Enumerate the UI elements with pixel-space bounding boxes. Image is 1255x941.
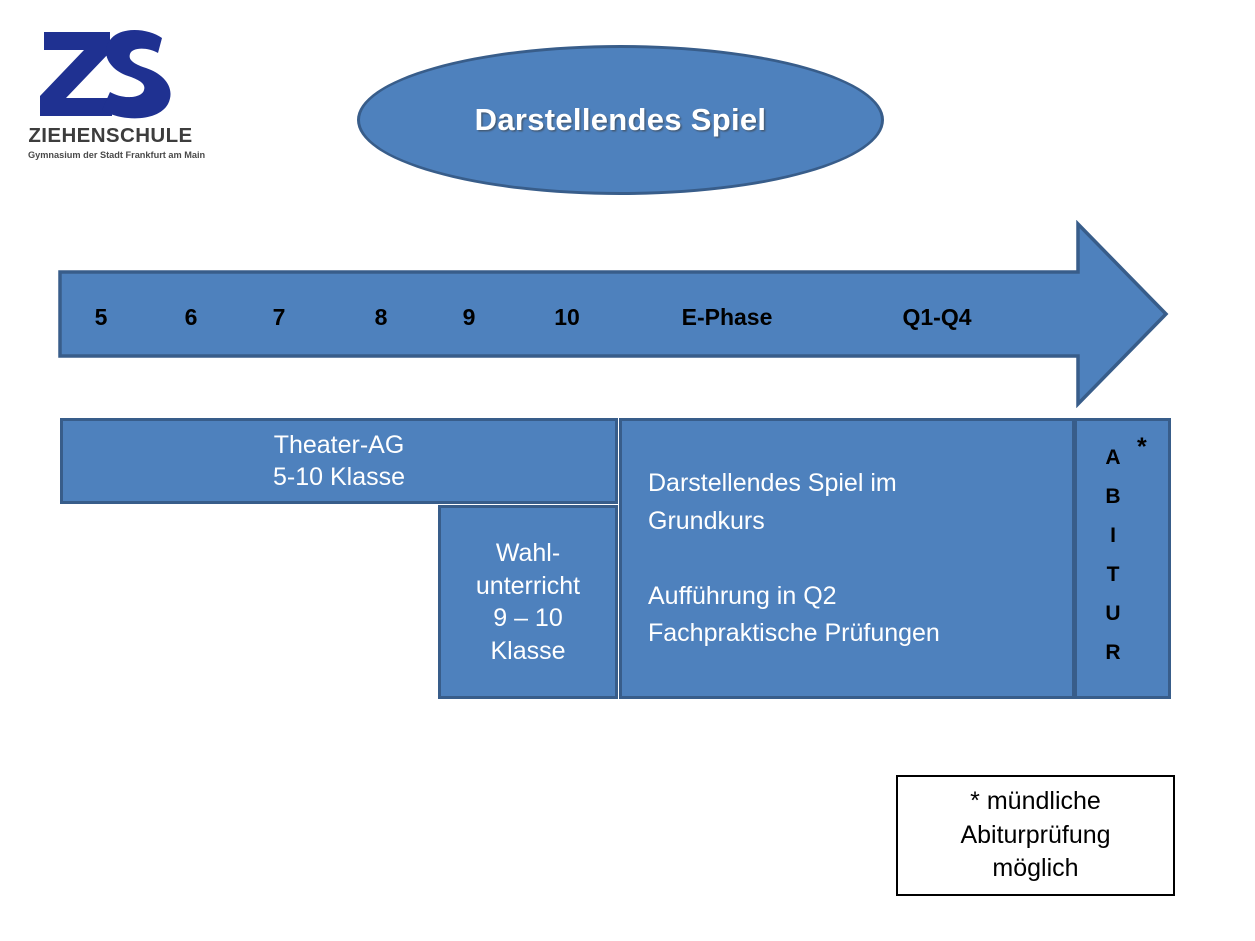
- timeline-arrow: [58, 220, 1170, 408]
- box-theater-ag: Theater-AG 5-10 Klasse: [60, 418, 618, 504]
- timeline-label-5: 5: [94, 304, 108, 330]
- box-theater-ag-text: Theater-AG 5-10 Klasse: [272, 431, 406, 491]
- box-abitur: A B I T U R *: [1074, 418, 1171, 699]
- timeline-label-6: 6: [184, 304, 198, 330]
- abitur-vertical-label: A B I T U R: [1105, 446, 1121, 664]
- timeline-label-e-phase: E-Phase: [681, 304, 773, 330]
- timeline-label-10: 10: [554, 304, 580, 330]
- box-grundkurs-text: Darstellendes Spiel im Grundkurs Aufführ…: [648, 469, 940, 647]
- logo-school-name: ZIEHENSCHULE: [28, 124, 193, 147]
- box-wahlunterricht: Wahl- unterricht 9 – 10 Klasse: [438, 505, 618, 699]
- timeline-label-7: 7: [272, 304, 286, 330]
- page-title: Darstellendes Spiel: [474, 102, 767, 137]
- logo-subtitle: Gymnasium der Stadt Frankfurt am Main: [28, 150, 206, 160]
- school-logo: ZIEHENSCHULE Gymnasium der Stadt Frankfu…: [28, 26, 206, 164]
- timeline-label-9: 9: [462, 304, 476, 330]
- box-wahlunterricht-text: Wahl- unterricht 9 – 10 Klasse: [475, 539, 581, 665]
- footnote-box: * mündliche Abiturprüfung möglich: [896, 775, 1175, 896]
- zs-monogram-icon: [40, 30, 171, 119]
- footnote-text: * mündliche Abiturprüfung möglich: [960, 786, 1111, 883]
- box-grundkurs: Darstellendes Spiel im Grundkurs Aufführ…: [619, 418, 1075, 699]
- timeline-label-8: 8: [374, 304, 388, 330]
- timeline-label-q1-q4: Q1-Q4: [902, 304, 972, 330]
- title-ellipse: Darstellendes Spiel: [357, 45, 884, 195]
- abitur-asterisk: *: [1137, 433, 1147, 461]
